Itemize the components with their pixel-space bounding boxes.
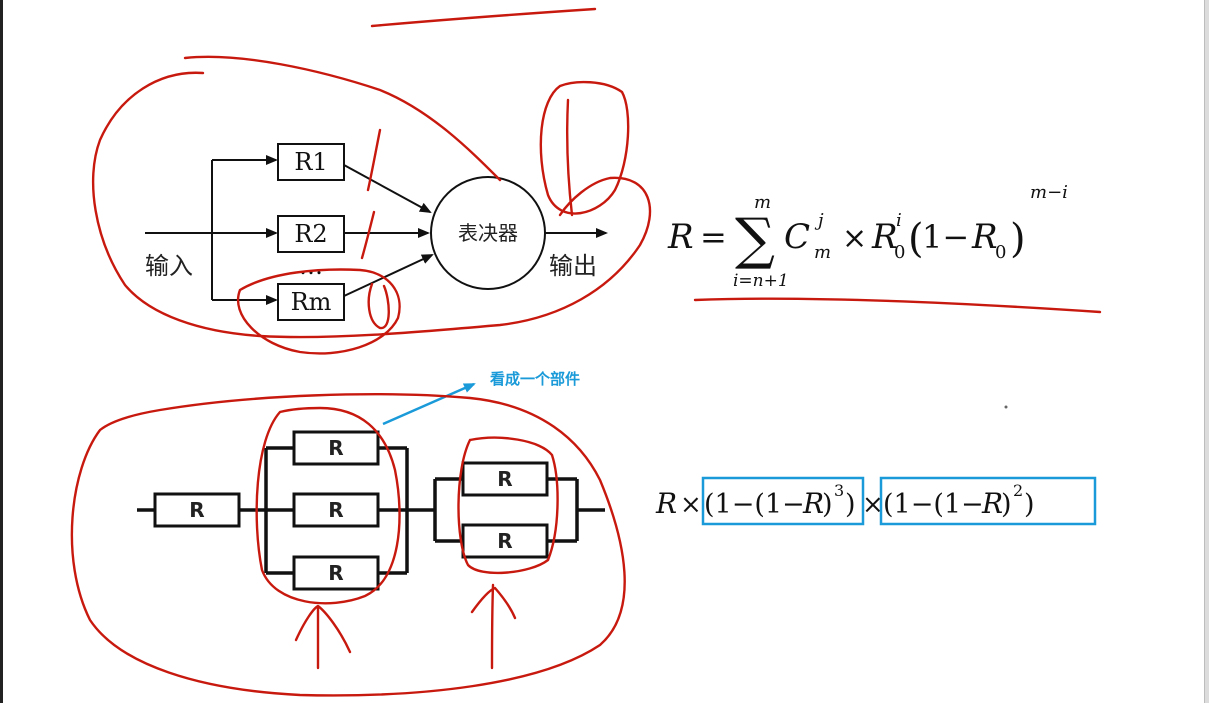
modules-ellipsis: … [299,252,323,280]
module-r1-box [277,143,345,181]
formula-one-minus: 1− [922,218,969,256]
ink-tick-r2 [360,210,376,260]
resistor-group2-2 [461,523,549,559]
combination-sub: m [814,242,831,263]
summation-sign: ∑ [735,207,775,272]
window-scrollbar[interactable] [1204,0,1209,703]
formula-power: m−i [1030,182,1068,203]
resistor-group3-1-label: R [328,436,343,460]
module-r2-label: R2 [294,220,327,248]
annotation-arrow [382,382,476,426]
r1-to-voter-arrow [343,164,432,213]
formula-paren-open: ( [908,216,924,262]
box2-exponent: 2 [1013,481,1023,500]
formula-r0: R [871,217,898,257]
formula-equals: = [700,218,727,256]
box2-close-inner: ) [1001,489,1012,520]
ink-formula-underline [693,297,1102,314]
formula-times: × [842,221,867,256]
ink-top-underline [370,7,597,28]
ink-arrow-group2 [470,583,517,670]
handwritten-annotations [70,7,1102,697]
net-formula-times1: × [680,490,702,520]
module-rm-box [277,283,345,321]
box2-prefix: (1−(1− [883,489,984,520]
resistor-group3-3-label: R [328,561,343,585]
resistor-group3-3 [292,555,380,591]
ink-top-loop [91,71,652,339]
output-label: 输出 [549,252,597,280]
sum-lower-bound: i=n+1 [733,271,789,291]
voter-label: 表决器 [458,221,518,245]
window-left-edge [0,0,3,703]
net-formula-r: R [655,487,677,520]
resistor-group3-1 [292,430,380,466]
net-formula-times2: × [862,490,884,520]
combination-c: C [784,217,810,257]
highlight-box-parallel3 [701,476,865,526]
resistor-group3-2 [292,492,380,528]
resistor-group2-2-label: R [497,529,512,553]
resistor-group2-1 [461,461,549,497]
formula-r0-sup: i [896,210,902,231]
combination-sup: j [814,210,824,231]
ink-group3-loop [255,406,401,605]
resistor-group2-1-label: R [497,467,512,491]
sum-upper-bound: m [754,192,771,213]
input-label: 输入 [145,252,193,280]
resistor-series-label: R [189,498,204,522]
component-annotation: 看成一个部件 [382,370,580,426]
box1-close-inner: ) [822,489,833,520]
highlight-box-parallel2 [879,476,1097,526]
ink-arrow-group3 [294,604,352,670]
ink-group2-loop [457,436,559,575]
box1-exponent: 3 [834,481,844,500]
ink-output-loop [539,80,630,215]
box1-close-outer: ) [845,489,856,520]
box2-r: R [981,487,1003,520]
voting-reliability-formula: R = ∑ m i=n+1 C j m × R i 0 ( 1− R 0 ) m… [667,182,1068,291]
module-r1-label: R1 [294,148,327,176]
ink-rm-loop [237,268,401,355]
ink-top-loop-upper [183,55,502,182]
box1-r: R [802,487,824,520]
ink-tick-r1 [366,128,382,192]
module-rm-label: Rm [291,288,332,316]
box2-close-outer: ) [1024,489,1035,520]
voting-system-diagram: R1 R2 … Rm 表决器 输入 输出 [145,143,608,321]
formula-paren-close: ) [1010,216,1026,262]
ink-rm-mark [367,282,390,330]
network-reliability-formula: R × (1−(1− R ) 3 ) × (1−(1− R ) 2 ) [655,476,1097,526]
resistor-group3-2-label: R [328,498,343,522]
rm-to-voter-arrow [343,254,434,297]
ink-output-mark [566,98,574,217]
ink-bottom-loop [70,393,626,697]
formula-lhs-r: R [667,217,694,257]
stray-dot [1004,405,1008,409]
formula-r0-sub: 0 [894,242,905,263]
box1-prefix: (1−(1− [704,489,805,520]
annotation-text: 看成一个部件 [490,370,580,388]
formula-r0b-sub: 0 [995,242,1006,263]
formula-r0b: R [971,217,998,257]
series-parallel-network: R R R R R R [137,430,605,591]
resistor-series [153,492,241,528]
